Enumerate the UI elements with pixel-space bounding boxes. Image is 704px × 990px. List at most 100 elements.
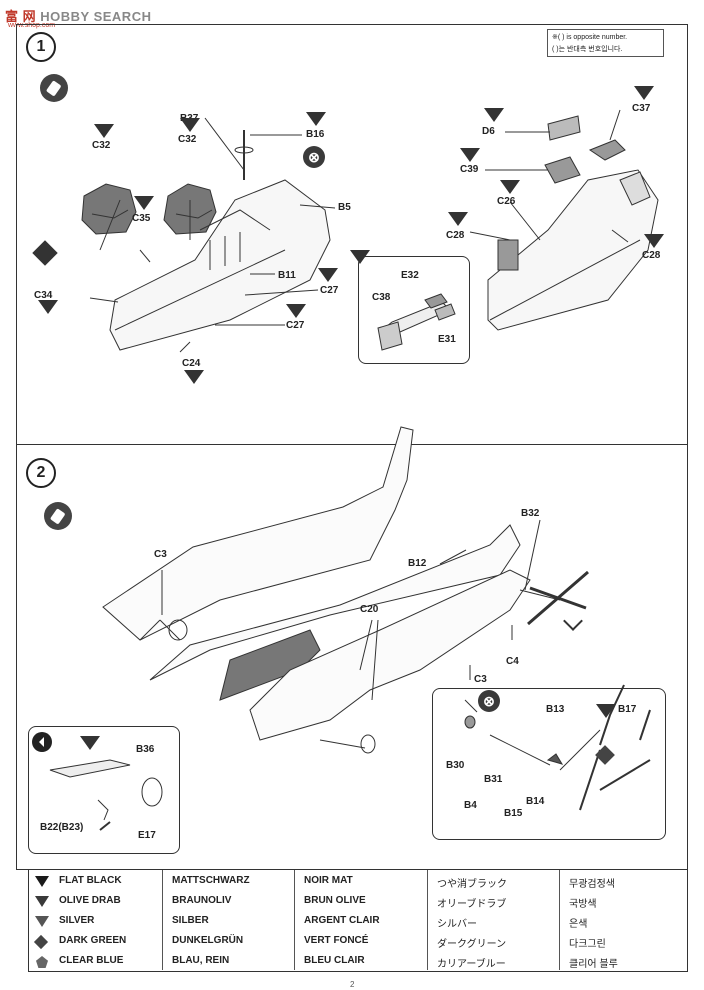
page-number: 2	[350, 980, 355, 989]
color-callout-1	[184, 370, 204, 384]
color-callout-1	[634, 86, 654, 100]
legend-column-divider	[559, 870, 560, 970]
color-callout-1	[448, 212, 468, 226]
legend-jp: オリーブドラブ	[437, 899, 507, 910]
color-callout-1	[644, 234, 664, 248]
landing-gear-inset	[28, 726, 180, 854]
part-label-b14: B14	[526, 796, 545, 807]
part-label-b15: B15	[504, 808, 523, 819]
part-label-e17: E17	[138, 830, 156, 841]
step-2-number: 2	[26, 458, 56, 488]
legend-fr: BLEU CLAIR	[304, 955, 365, 966]
color-callout-1	[38, 300, 58, 314]
part-label-b16: B16	[306, 129, 325, 140]
legend-swatch-icon	[33, 934, 49, 950]
part-label-c37: C37	[632, 103, 651, 114]
legend-en: CLEAR BLUE	[59, 955, 124, 966]
legend-swatch-icon	[35, 896, 49, 907]
part-label-c35: C35	[132, 213, 151, 224]
legend-de: BRAUNOLIV	[172, 895, 232, 906]
part-label-b31: B31	[484, 774, 503, 785]
part-label-c4: C4	[506, 656, 519, 667]
legend-column-divider	[427, 870, 428, 970]
glue-icon	[44, 502, 72, 530]
part-label-b4: B4	[464, 800, 477, 811]
legend-ko: 다크그린	[569, 939, 606, 950]
part-label-b30: B30	[446, 760, 465, 771]
part-label-c28: C28	[642, 250, 661, 261]
legend-swatch-icon	[36, 956, 48, 968]
legend-ko: 무광검정색	[569, 879, 615, 890]
part-label-c20: C20	[360, 604, 379, 615]
legend-fr: VERT FONCÉ	[304, 935, 369, 946]
legend-fr: NOIR MAT	[304, 875, 353, 886]
note-line-ko: ( )는 반대측 번호입니다.	[552, 46, 623, 53]
opposite-number-note: ※( ) is opposite number. ( )는 반대측 번호입니다.	[547, 29, 664, 57]
watermark-brand: HOBBY SEARCH	[40, 9, 152, 24]
part-label-b5: B5	[338, 202, 351, 213]
color-callout-1	[180, 118, 200, 132]
part-label-b17: B17	[618, 704, 637, 715]
legend-jp: シルバー	[437, 919, 477, 930]
part-label-c24: C24	[182, 358, 201, 369]
part-label-b32: B32	[521, 508, 540, 519]
rotor-inset-step2	[432, 688, 666, 840]
legend-jp: つや消ブラック	[437, 879, 507, 890]
part-label-c3: C3	[474, 674, 487, 685]
part-label-c39: C39	[460, 164, 479, 175]
sub-assembly-inset-step1	[358, 256, 470, 364]
legend-column-divider	[294, 870, 295, 970]
color-callout-3	[306, 112, 326, 126]
legend-de: SILBER	[172, 915, 209, 926]
legend-ko: 은색	[569, 919, 588, 930]
part-label-b13: B13	[546, 704, 565, 715]
part-label-c32: C32	[92, 140, 111, 151]
color-callout-1	[500, 180, 520, 194]
part-label-c27: C27	[286, 320, 305, 331]
legend-column-divider	[162, 870, 163, 970]
legend-de: MATTSCHWARZ	[172, 875, 250, 886]
legend-en: DARK GREEN	[59, 935, 127, 946]
glue-icon	[40, 74, 68, 102]
legend-jp: ダークグリーン	[437, 939, 507, 950]
legend-row: OLIVE DRAB BRAUNOLIV BRUN OLIVE オリーブドラブ …	[29, 892, 689, 912]
legend-en: OLIVE DRAB	[59, 895, 121, 906]
note-line-en: ※( ) is opposite number.	[552, 34, 628, 41]
legend-row: SILVER SILBER ARGENT CLAIR シルバー 은색	[29, 912, 689, 932]
part-label-d6: D6	[482, 126, 495, 137]
watermark-prefix: 富 网	[5, 9, 37, 24]
no-cement-icon: ⊗	[303, 146, 325, 168]
color-callout-1	[94, 124, 114, 138]
color-callout-1	[484, 108, 504, 122]
part-label-b36: B36	[136, 744, 155, 755]
legend-ko: 클리어 블루	[569, 959, 618, 970]
legend-swatch-icon	[35, 876, 49, 887]
part-label-b22: B22(B23)	[40, 822, 84, 833]
legend-row: CLEAR BLUE BLAU, REIN BLEU CLAIR カリアーブルー…	[29, 952, 689, 972]
color-callout-1	[134, 196, 154, 210]
legend-row: DARK GREEN DUNKELGRÜN VERT FONCÉ ダークグリーン…	[29, 932, 689, 952]
color-callout-1	[460, 148, 480, 162]
legend-swatch-icon	[35, 916, 49, 927]
part-label-b12: B12	[408, 558, 427, 569]
legend-fr: BRUN OLIVE	[304, 895, 366, 906]
part-label-c38: C38	[372, 292, 391, 303]
color-legend: FLAT BLACK MATTSCHWARZ NOIR MAT つや消ブラック …	[28, 870, 688, 972]
part-label-c26: C26	[497, 196, 516, 207]
color-callout-1	[596, 704, 616, 718]
legend-de: BLAU, REIN	[172, 955, 230, 966]
alternate-direction-icon	[32, 732, 52, 752]
legend-fr: ARGENT CLAIR	[304, 915, 380, 926]
part-label-b11: B11	[278, 270, 296, 281]
watermark-url: www.shop.com	[8, 22, 56, 29]
step-1-number: 1	[26, 32, 56, 62]
part-label-c28: C28	[446, 230, 465, 241]
color-callout-1	[286, 304, 306, 318]
watermark: 富 网 HOBBY SEARCH	[5, 6, 151, 25]
legend-en: SILVER	[59, 915, 95, 926]
legend-jp: カリアーブルー	[437, 959, 506, 970]
color-callout-3	[80, 736, 100, 750]
part-label-c27: C27	[320, 285, 339, 296]
part-label-e32: E32	[401, 270, 419, 281]
